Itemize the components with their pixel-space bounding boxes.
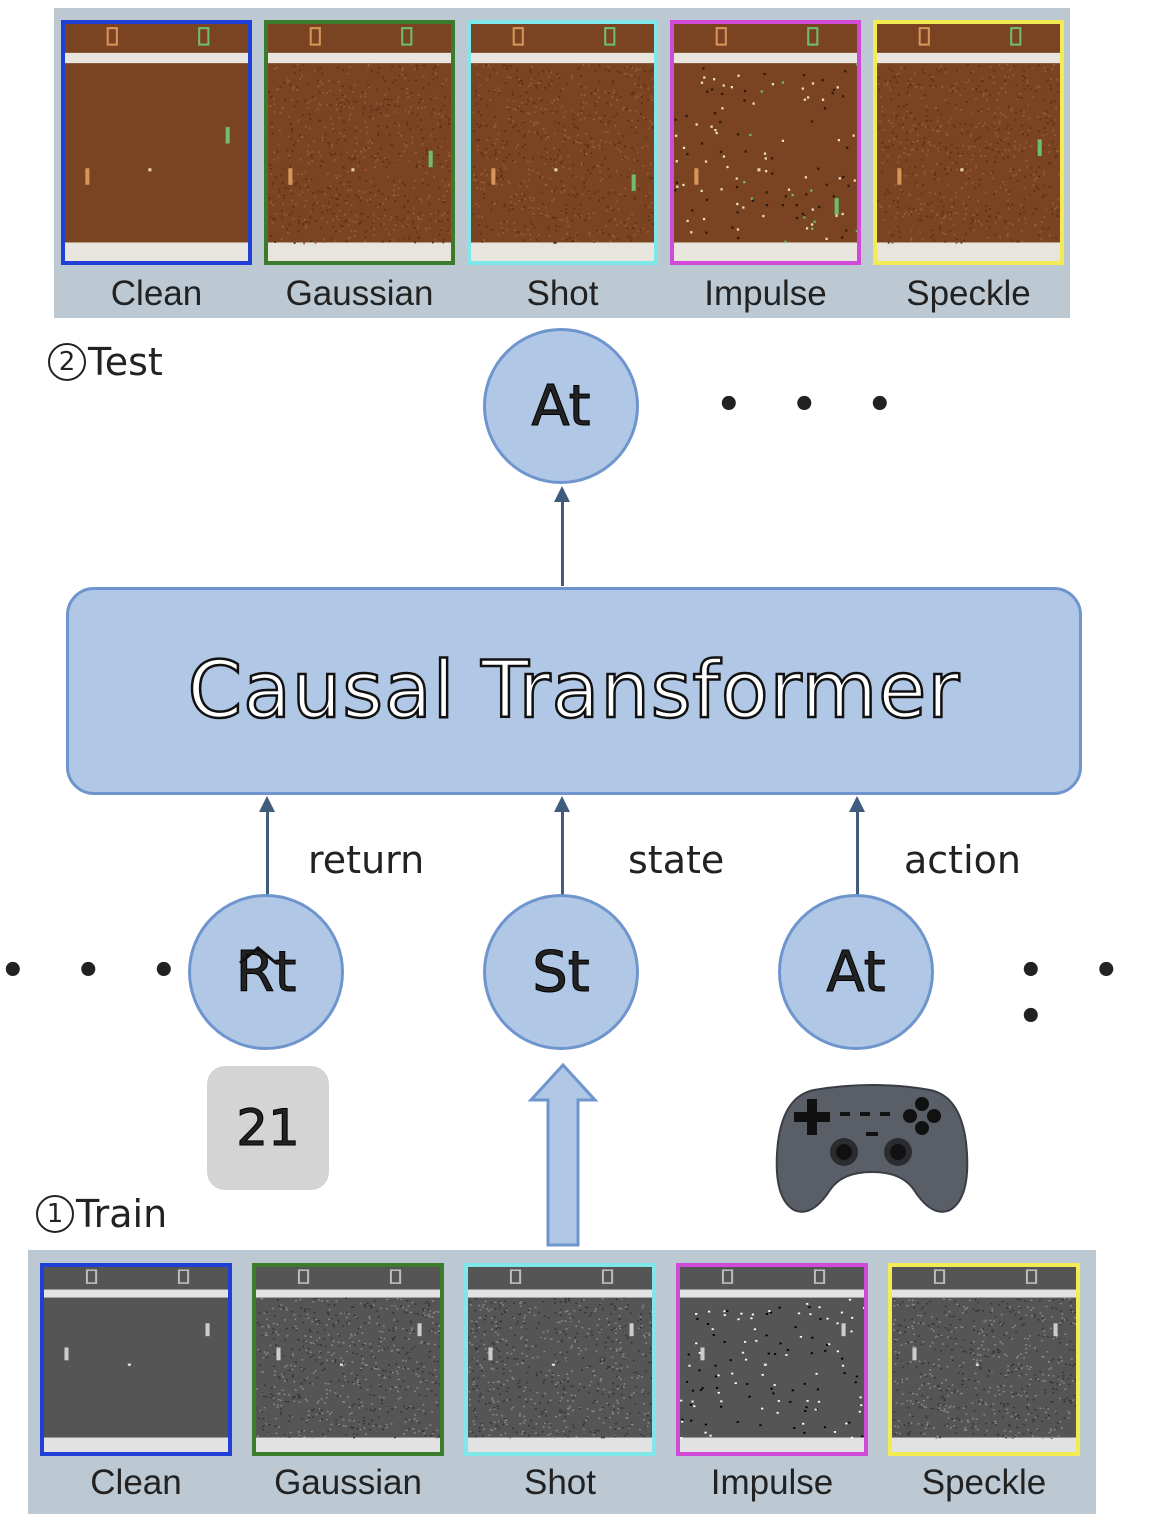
state-edge-label: state [628,838,725,882]
top-frame-shot [467,20,658,265]
action-edge-label: action [904,838,1021,882]
state-node: St [483,894,639,1050]
return-value: 21 [236,1099,301,1158]
causal-transformer-block: Causal Transformer [66,587,1082,795]
output-arrow-head [554,486,570,502]
bottom-caption-speckle: Speckle [921,1463,1047,1502]
test-phase-label: 2 Test [48,340,163,384]
top-caption-speckle: Speckle [906,274,1031,313]
state-arrow-line [561,810,564,896]
return-hat-icon [238,914,278,964]
return-node: Rt [188,894,344,1050]
top-frame-impulse [670,20,861,265]
output-action-node: At [483,328,639,484]
return-arrow-line [266,810,269,896]
train-text: Train [76,1192,168,1236]
bottom-caption-clean: Clean [90,1463,182,1502]
bottom-caption-gaussian: Gaussian [274,1463,422,1502]
state-arrow-head [554,796,570,812]
top-frame-clean [61,20,252,265]
up-arrow-icon [527,1062,599,1248]
top-frame-gaussian [264,20,455,265]
output-arrow-line [561,500,564,586]
action-arrow-head [849,796,865,812]
top-caption-impulse: Impulse [704,274,827,313]
output-action-label: At [531,373,591,439]
bottom-frame-shot [464,1263,656,1456]
bottom-frame-speckle [888,1263,1080,1456]
return-symbol: Rt [235,939,297,1005]
return-edge-label: return [308,838,425,882]
bottom-frame-impulse [676,1263,868,1456]
train-step-number: 1 [36,1195,74,1233]
left-ellipsis: • • • [0,948,195,994]
gamepad-icon [774,1072,970,1216]
top-frame-speckle [873,20,1064,265]
bottom-frame-clean [40,1263,232,1456]
right-ellipsis: • • • [1018,948,1138,1040]
bottom-caption-shot: Shot [524,1463,596,1502]
action-node-label: At [826,939,886,1005]
top-caption-gaussian: Gaussian [285,274,434,313]
bottom-frame-gaussian [252,1263,444,1456]
return-value-box: 21 [207,1066,329,1190]
train-phase-label: 1 Train [36,1192,167,1236]
top-caption-shot: Shot [526,274,599,313]
top-caption-clean: Clean [110,274,203,313]
test-text: Test [88,340,163,384]
test-step-number: 2 [48,343,86,381]
top-ellipsis: • • • [716,382,911,428]
action-node: At [778,894,934,1050]
causal-transformer-label: Causal Transformer [186,645,961,738]
bottom-caption-impulse: Impulse [710,1463,834,1502]
action-arrow-line [856,810,859,896]
return-arrow-head [259,796,275,812]
state-node-label: St [532,939,591,1005]
return-node-label: Rt [235,939,297,1005]
